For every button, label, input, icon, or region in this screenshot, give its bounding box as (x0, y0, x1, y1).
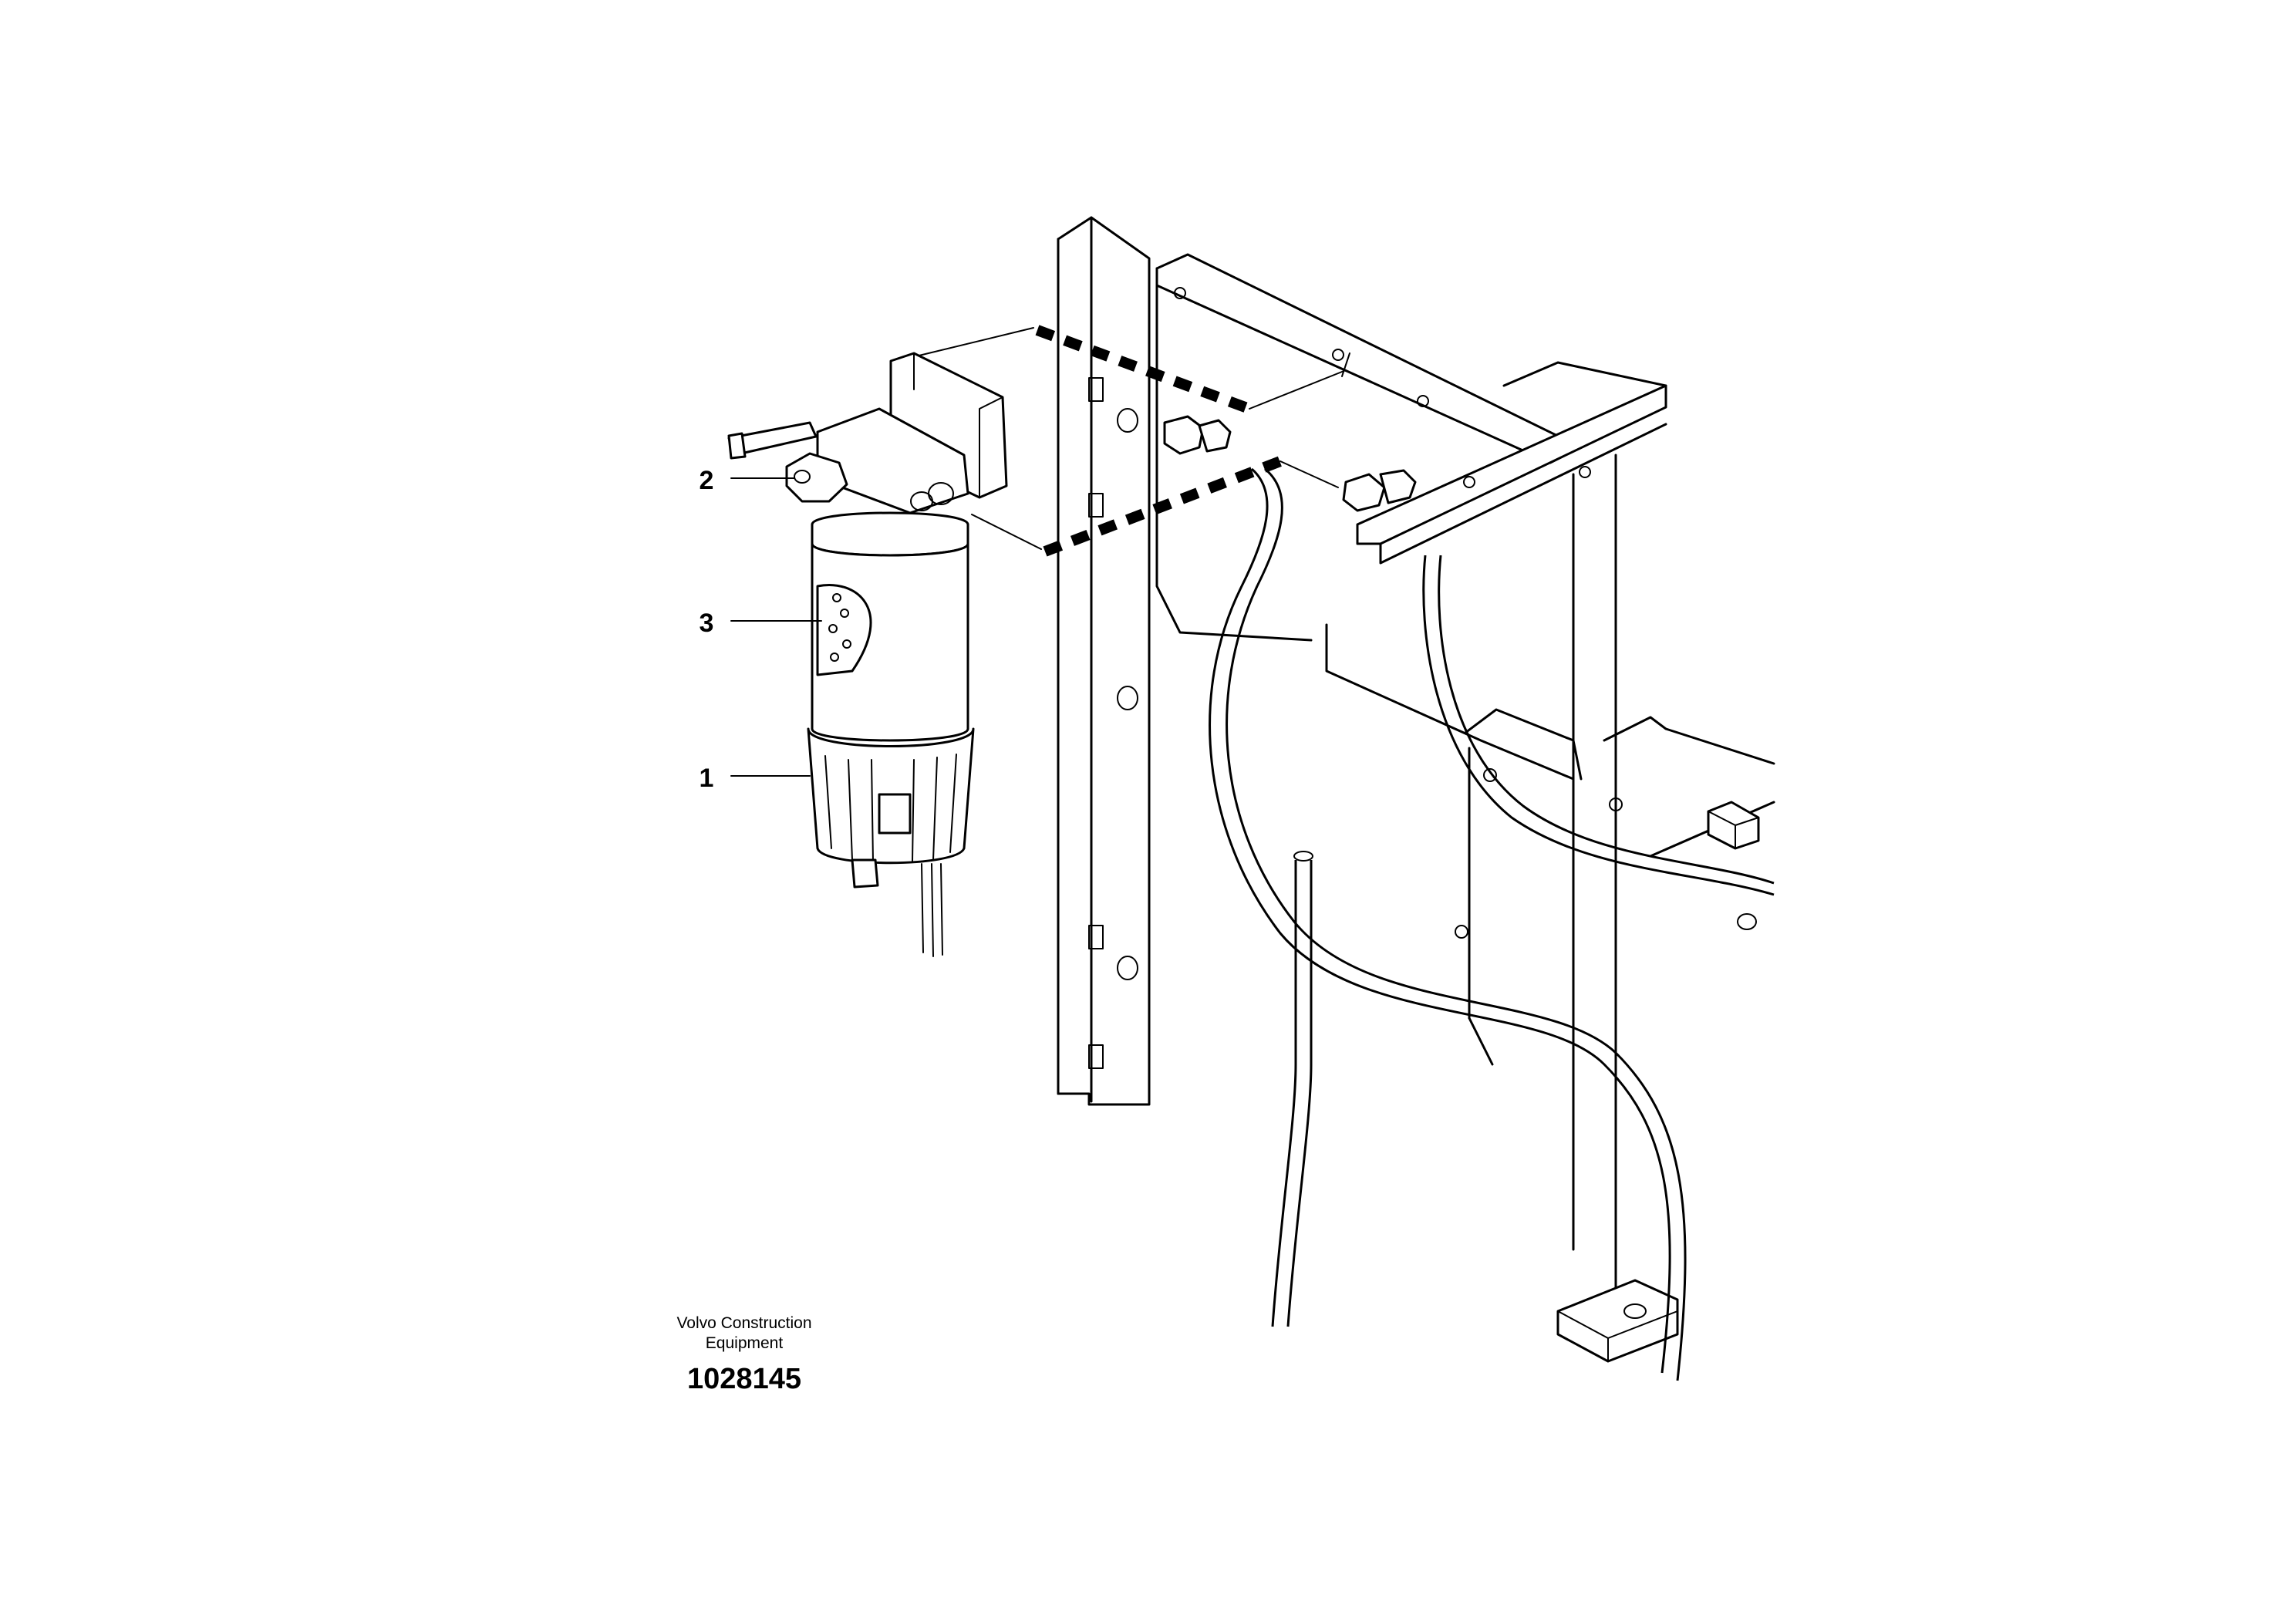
callout-1: 1 (700, 764, 811, 793)
credit-line-2: Equipment (706, 1334, 784, 1352)
frame-bracket (1057, 216, 1775, 1363)
hose-fittings (1163, 415, 1417, 512)
fuel-hoses (1209, 467, 1775, 1381)
credit-line-1: Volvo Construction (676, 1314, 811, 1332)
plate-holes (1088, 377, 1138, 1069)
fuel-filter-assembly (727, 352, 1008, 957)
callout-2: 2 (700, 466, 795, 495)
figure-code: 1028145 (687, 1363, 801, 1395)
callout-2-label: 2 (700, 466, 714, 495)
callout-3: 3 (700, 609, 822, 638)
callout-3-label: 3 (700, 609, 714, 638)
assembly-lines (905, 325, 1350, 557)
callout-1-label: 1 (700, 764, 714, 793)
